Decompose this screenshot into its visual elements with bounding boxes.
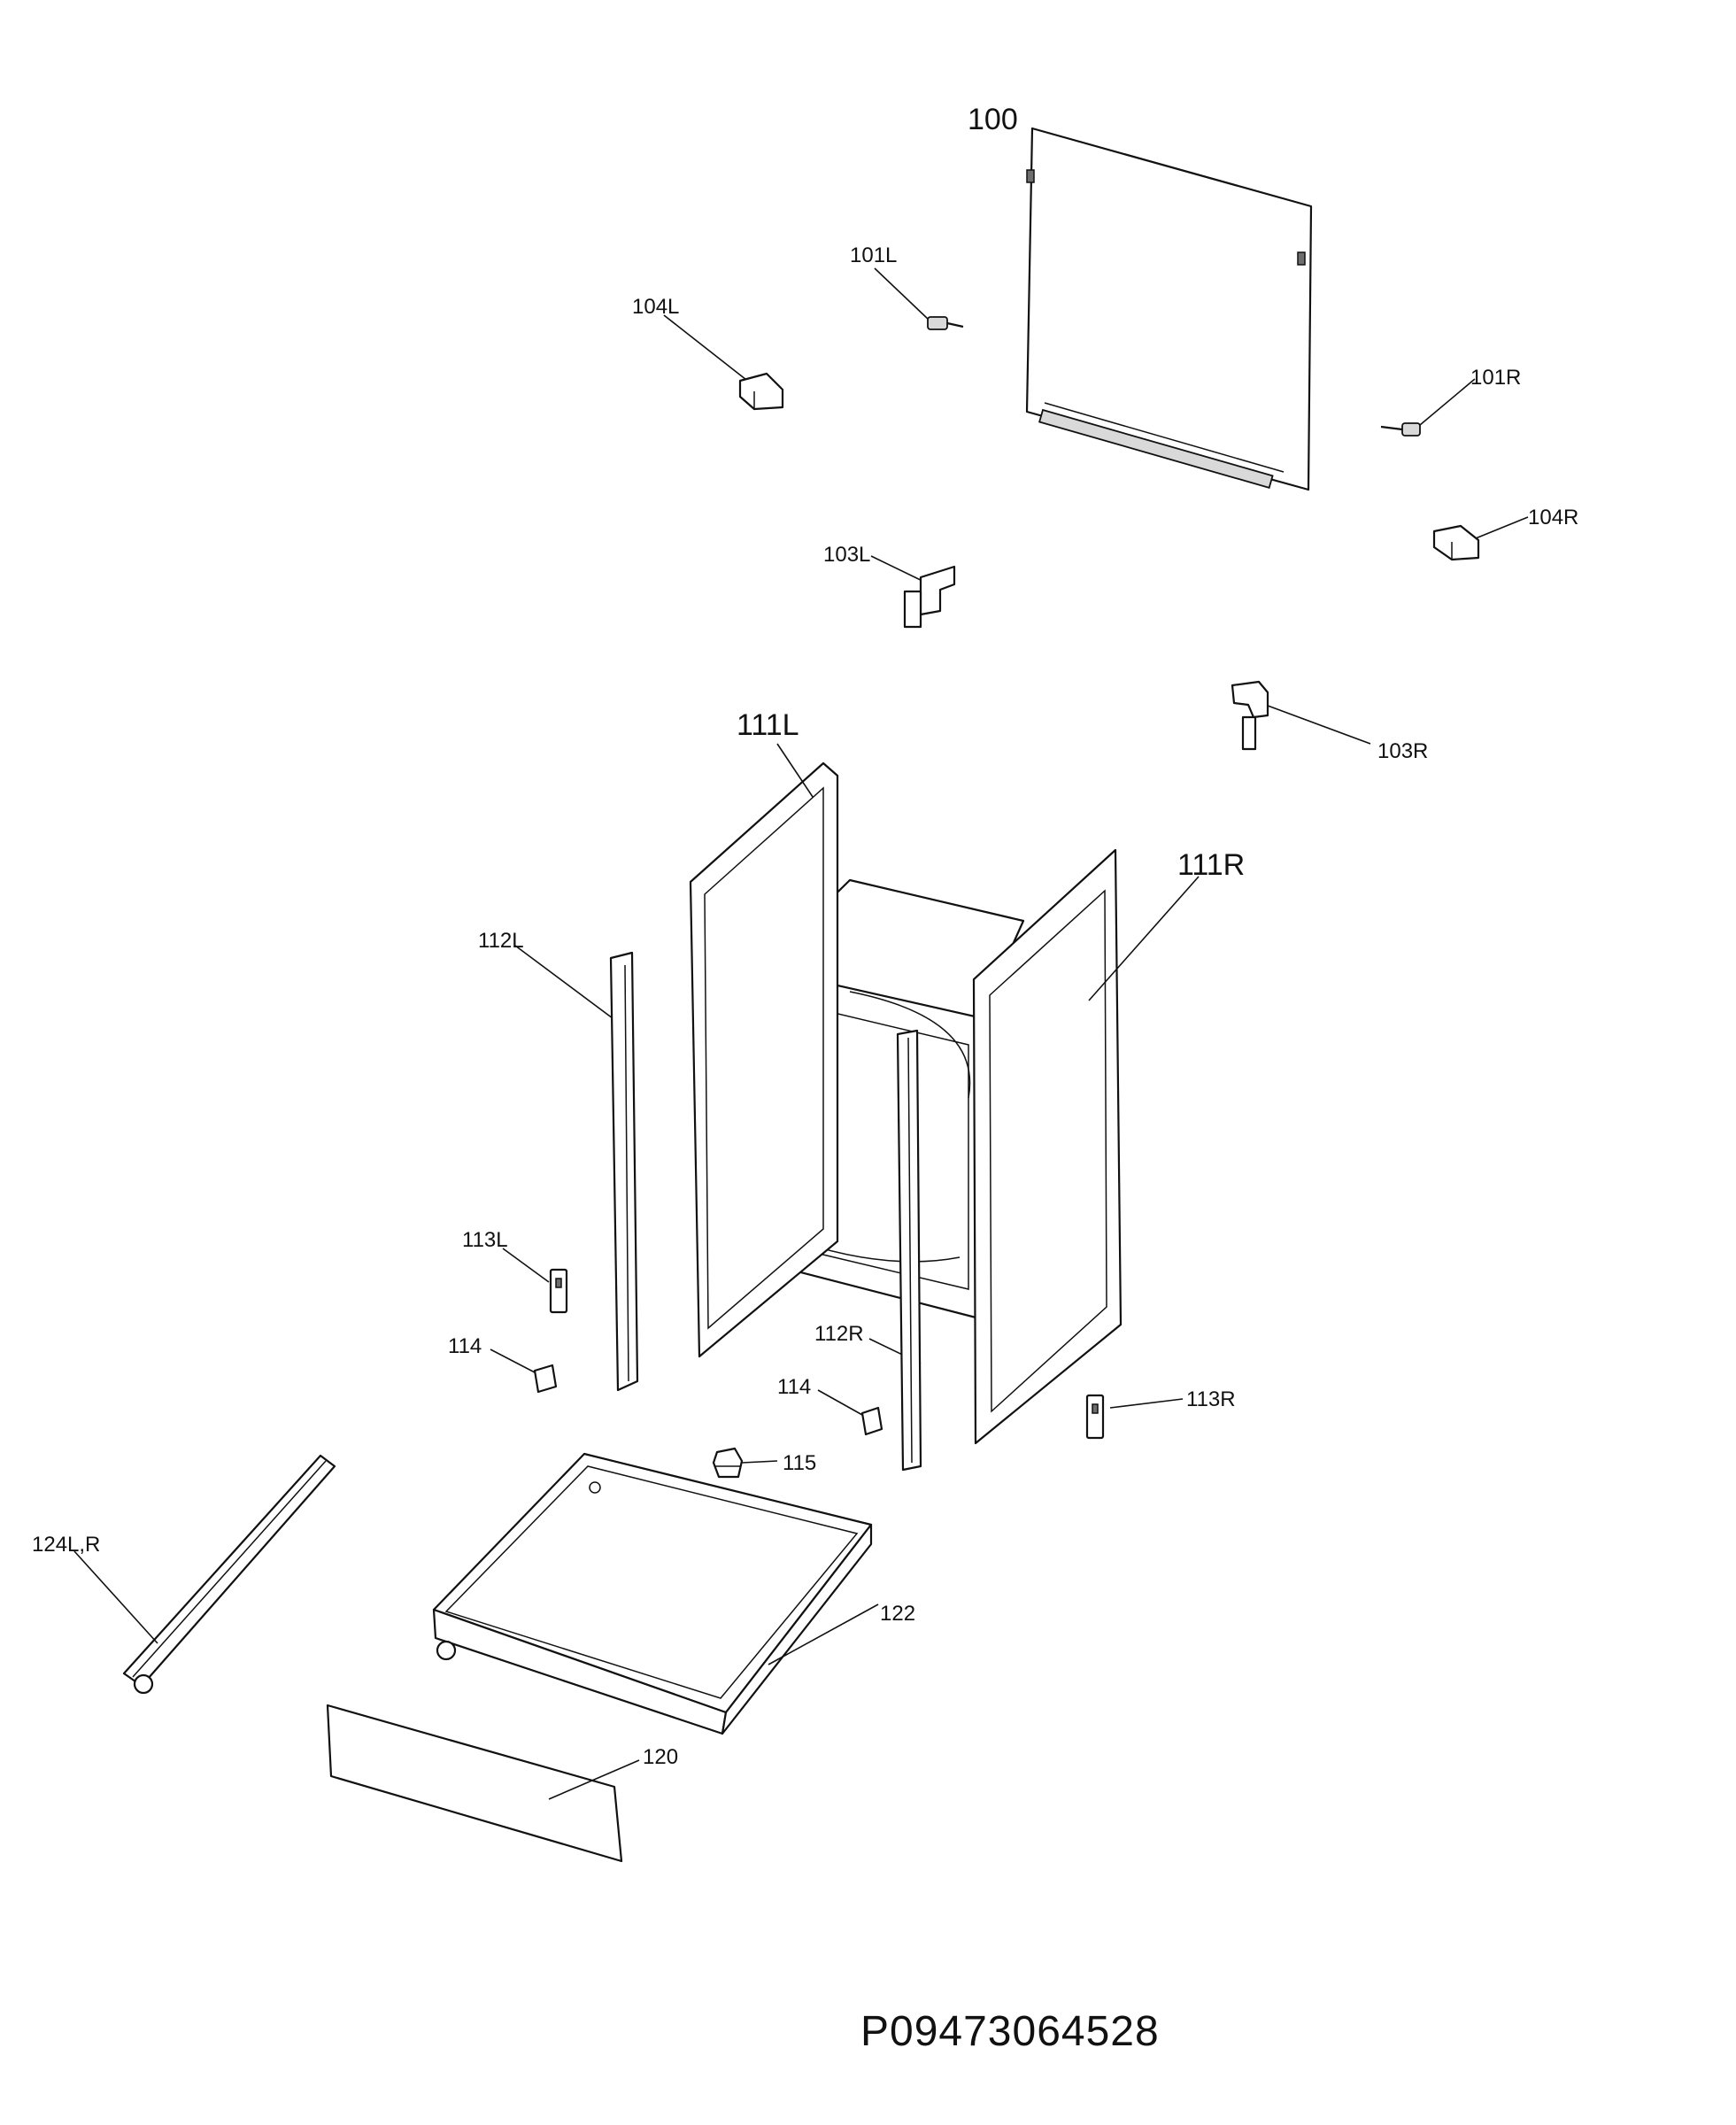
label-122: 122 bbox=[880, 1602, 915, 1626]
part-122-base-tray[interactable] bbox=[432, 1452, 879, 1735]
part-101R-screw[interactable] bbox=[1380, 378, 1476, 437]
label-112L: 112L bbox=[478, 929, 524, 953]
label-100: 100 bbox=[968, 103, 1018, 136]
label-103L: 103L bbox=[823, 543, 870, 567]
label-101R: 101R bbox=[1470, 366, 1521, 390]
part-114-clip-left[interactable] bbox=[490, 1348, 558, 1394]
label-112R: 112R bbox=[814, 1322, 864, 1346]
label-111L: 111L bbox=[737, 708, 799, 742]
label-124LR: 124L,R bbox=[32, 1533, 100, 1557]
label-120: 120 bbox=[643, 1745, 678, 1769]
part-115-foot[interactable] bbox=[712, 1447, 778, 1479]
label-114-left: 114 bbox=[448, 1334, 482, 1358]
part-120-kick-panel[interactable] bbox=[326, 1704, 640, 1863]
label-101L: 101L bbox=[850, 243, 897, 267]
label-115: 115 bbox=[783, 1451, 816, 1475]
part-111L-left-side-frame[interactable] bbox=[689, 743, 839, 1358]
part-103R-bracket[interactable] bbox=[1231, 680, 1371, 751]
part-124LR-slide-rail[interactable] bbox=[73, 1454, 336, 1695]
part-112R-rail[interactable] bbox=[868, 1029, 922, 1472]
part-112L-rail[interactable] bbox=[514, 945, 639, 1392]
label-113L: 113L bbox=[462, 1228, 508, 1252]
part-103L-bracket[interactable] bbox=[870, 555, 956, 629]
part-114-clip-right[interactable] bbox=[817, 1389, 883, 1436]
part-100-cover-panel[interactable] bbox=[1025, 127, 1313, 491]
part-104L-block[interactable] bbox=[663, 314, 784, 411]
part-111R-right-side-frame[interactable] bbox=[972, 848, 1200, 1445]
part-113L-clip[interactable] bbox=[502, 1248, 568, 1314]
part-104R-block[interactable] bbox=[1432, 516, 1529, 561]
label-111R: 111R bbox=[1177, 848, 1245, 882]
label-104R: 104R bbox=[1528, 506, 1578, 529]
label-104L: 104L bbox=[632, 295, 679, 319]
part-101L-screw[interactable] bbox=[874, 267, 964, 330]
label-113R: 113R bbox=[1186, 1387, 1236, 1411]
diagram-code: P09473064528 bbox=[860, 2008, 1160, 2055]
label-114-right: 114 bbox=[777, 1375, 811, 1399]
part-113R-clip[interactable] bbox=[1085, 1394, 1184, 1440]
label-103R: 103R bbox=[1377, 739, 1428, 763]
